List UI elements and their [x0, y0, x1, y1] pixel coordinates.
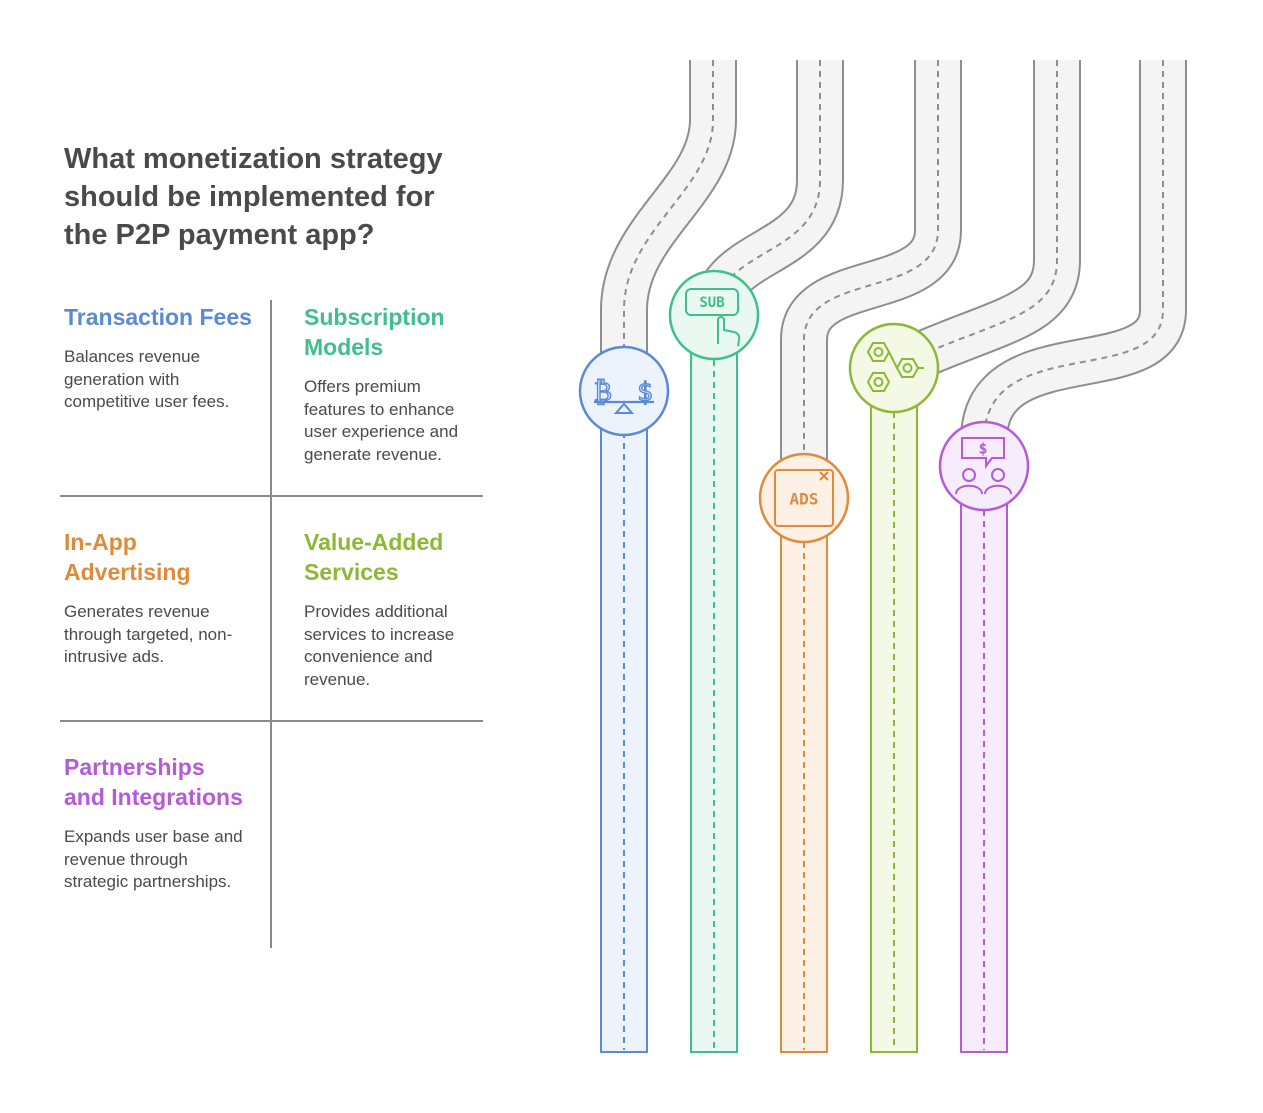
bitcoin-dollar-balance-icon: ₿ $ — [578, 345, 670, 437]
option-partnerships-and-integrations: Partnerships and Integrations Expands us… — [64, 752, 244, 894]
lane-in-app-advertising — [780, 497, 828, 1053]
option-heading: Transaction Fees — [64, 304, 252, 330]
option-heading: Partnerships and Integrations — [64, 754, 243, 810]
grid-divider-horizontal — [60, 720, 483, 722]
option-description: Offers premium features to enhance user … — [304, 377, 459, 464]
grid-divider-horizontal — [60, 495, 483, 497]
option-subscription-models: Subscription Models Offers premium featu… — [304, 302, 486, 466]
grey-road-3 — [780, 60, 962, 500]
option-description: Provides additional services to increase… — [304, 602, 455, 689]
lane-subscription-models — [690, 314, 738, 1053]
ads-icon-text: ADS — [790, 490, 819, 509]
grid-divider-vertical — [270, 300, 272, 948]
gears-icon — [848, 322, 940, 414]
option-value-added-services: Value-Added Services Provides additional… — [304, 527, 486, 691]
ads-window-icon: ADS — [758, 452, 850, 544]
lane-value-added-services — [870, 367, 918, 1053]
partners-dollar-chat-icon: $ — [938, 420, 1030, 512]
svg-text:$: $ — [978, 440, 987, 458]
option-transaction-fees: Transaction Fees Balances revenue genera… — [64, 302, 254, 414]
lane-partnerships-and-integrations — [960, 465, 1008, 1053]
subscription-button-icon: SUB — [668, 269, 760, 361]
lane-transaction-fees — [600, 389, 648, 1053]
sub-icon-text: SUB — [699, 295, 724, 311]
diagram-title: What monetization strategy should be imp… — [64, 143, 443, 251]
svg-text:$: $ — [637, 378, 653, 408]
option-heading: In-App Advertising — [64, 529, 191, 585]
option-description: Expands user base and revenue through st… — [64, 827, 243, 891]
grey-road-1 — [600, 60, 737, 390]
option-description: Balances revenue generation with competi… — [64, 347, 230, 411]
svg-text:₿: ₿ — [594, 378, 612, 408]
option-heading: Subscription Models — [304, 304, 445, 360]
option-heading: Value-Added Services — [304, 529, 444, 585]
option-description: Generates revenue through targeted, non-… — [64, 602, 233, 666]
option-in-app-advertising: In-App Advertising Generates revenue thr… — [64, 527, 254, 669]
grey-road-5 — [960, 60, 1187, 442]
